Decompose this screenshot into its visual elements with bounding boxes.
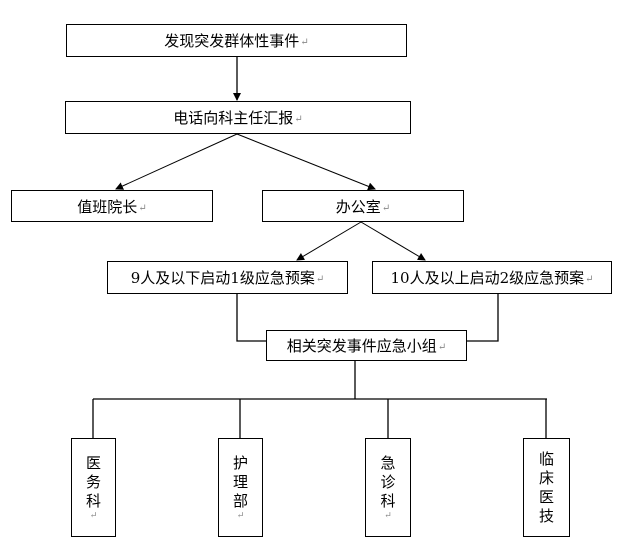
node-char: 床 (538, 468, 554, 487)
node-char: 科 (85, 492, 101, 510)
node-label: 相关突发事件应急小组 (286, 337, 437, 355)
arrow-report-to-duty-director (115, 133, 238, 190)
arrow-office-to-plan-level2 (360, 221, 426, 261)
arrow-office-to-plan-level1 (296, 221, 362, 261)
node-emergency: 急 诊 科 ↵ (365, 438, 411, 537)
paragraph-mark-icon: ↵ (315, 274, 325, 285)
node-char: 理 (232, 473, 248, 491)
node-plan-level2: 10人及以上启动2级应急预案↵ (372, 261, 612, 294)
node-plan-level1: 9人及以下启动1级应急预案↵ (107, 261, 348, 294)
arrow-report-to-office (236, 133, 376, 191)
line-plan-level1-to-team (236, 294, 266, 342)
node-char: 部 (232, 492, 248, 510)
line-plan-level2-to-team (466, 294, 499, 342)
node-char: 务 (85, 473, 101, 491)
paragraph-mark-icon: ↵ (294, 114, 303, 125)
node-nursing: 护 理 部 ↵ (218, 438, 263, 537)
node-label: 值班院长 (77, 197, 138, 216)
node-char: 科 (380, 492, 396, 510)
node-discover-event: 发现突发群体性事件↵ (66, 24, 407, 57)
node-label: 办公室 (335, 197, 381, 216)
paragraph-mark-icon: ↵ (381, 202, 391, 214)
node-response-team: 相关突发事件应急小组↵ (266, 330, 467, 361)
node-label: 9人及以下启动1级应急预案 (130, 269, 315, 287)
node-medical-affairs: 医 务 科 ↵ (71, 438, 116, 537)
paragraph-mark-icon: ↵ (384, 511, 392, 521)
node-char: 医 (538, 487, 554, 506)
node-label: 10人及以上启动2级应急预案 (390, 269, 585, 287)
paragraph-mark-icon: ↵ (585, 274, 594, 285)
node-phone-report: 电话向科主任汇报↵ (65, 101, 411, 134)
node-clinical-tech: 临 床 医 技 (523, 438, 570, 537)
node-char: 医 (85, 454, 101, 472)
node-char: 诊 (380, 473, 396, 491)
node-label: 发现突发群体性事件 (164, 32, 300, 50)
paragraph-mark-icon: ↵ (437, 342, 447, 353)
node-office: 办公室↵ (262, 190, 464, 222)
node-char: 临 (538, 449, 554, 468)
node-duty-director: 值班院长↵ (11, 190, 213, 222)
node-char: 护 (232, 454, 248, 472)
paragraph-mark-icon: ↵ (89, 511, 98, 521)
node-char: 急 (380, 454, 396, 472)
node-char: 技 (538, 506, 554, 525)
paragraph-mark-icon: ↵ (138, 202, 147, 214)
paragraph-mark-icon: ↵ (236, 511, 245, 521)
node-label: 电话向科主任汇报 (173, 109, 294, 127)
paragraph-mark-icon: ↵ (300, 37, 309, 48)
